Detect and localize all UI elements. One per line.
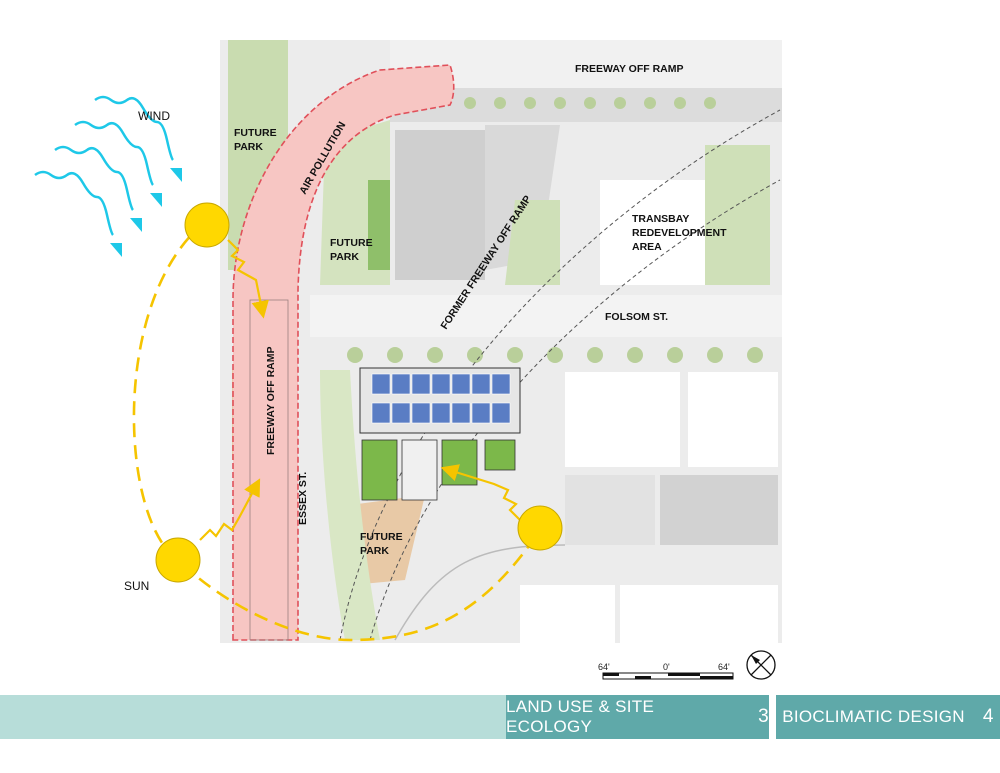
park-area xyxy=(705,145,770,285)
sun-icon xyxy=(155,537,201,583)
future-park-1-label-line1: FUTURE xyxy=(234,127,277,139)
north-arrow-icon xyxy=(746,650,776,680)
footer-section-1-label: LAND USE & SITE ECOLOGY xyxy=(506,697,655,736)
future-park-3-label-line1: FUTURE xyxy=(360,531,403,543)
sun-rays xyxy=(199,239,521,541)
footer-bar: LAND USE & SITE ECOLOGY 3 BIOCLIMATIC DE… xyxy=(0,695,1000,739)
building-block xyxy=(600,180,705,285)
future-park-2-label-line1: FUTURE xyxy=(330,237,373,249)
footer-section-bioclimatic: BIOCLIMATIC DESIGN 4 xyxy=(776,695,1000,739)
footer-section-1-number: 3 xyxy=(758,706,769,727)
footer-section-2-number: 4 xyxy=(982,706,994,727)
transbay-label-line3: AREA xyxy=(632,241,662,253)
building-block xyxy=(688,372,778,467)
scale-left-label: 64' xyxy=(598,662,610,672)
wind-arrows xyxy=(34,95,175,236)
wind-label: WIND xyxy=(138,109,170,123)
freeway-off-ramp-vertical-label: FREEWAY OFF RAMP xyxy=(265,346,277,455)
sun-icon xyxy=(517,505,563,551)
street-trees-folsom xyxy=(347,347,763,363)
footer-section-2-label: BIOCLIMATIC DESIGN xyxy=(782,707,965,726)
green-roof xyxy=(368,180,390,270)
sun-label: SUN xyxy=(124,579,149,593)
site-plan-map: FREEWAY OFF RAMP WIND FUTURE PARK AIR PO… xyxy=(34,40,782,680)
future-park-1-label-line2: PARK xyxy=(234,141,263,153)
transbay-label-line1: TRANSBAY xyxy=(632,213,689,225)
building-block xyxy=(565,372,680,467)
building-block xyxy=(565,475,655,545)
future-park-3-label-line2: PARK xyxy=(360,545,389,557)
park-strip xyxy=(320,370,380,640)
scale-right-label: 64' xyxy=(718,662,730,672)
building-block xyxy=(660,475,778,545)
footer-separator xyxy=(769,695,776,739)
building-block xyxy=(520,585,615,643)
folsom-street xyxy=(310,295,782,337)
building-block xyxy=(395,130,485,280)
park-area xyxy=(505,200,560,285)
transbay-label-line2: REDEVELOPMENT xyxy=(632,227,727,239)
former-ramp-arc xyxy=(369,179,781,641)
former-ramp-arc xyxy=(339,109,781,641)
scale-bar: 64' 0' 64' xyxy=(598,662,734,680)
essex-ramp-edge xyxy=(249,299,289,641)
sun-icon xyxy=(184,202,230,248)
building-block xyxy=(620,585,778,643)
future-park-3 xyxy=(350,495,425,585)
folsom-st-label: FOLSOM ST. xyxy=(605,311,668,323)
wind-arrowheads xyxy=(110,168,182,257)
scale-center-label: 0' xyxy=(663,662,670,672)
sun-path-arc xyxy=(132,220,542,642)
future-park-2-label-line2: PARK xyxy=(330,251,359,263)
essex-st-label: ESSEX ST. xyxy=(297,472,309,525)
street-trees-top xyxy=(464,97,716,109)
footer-section-land-use: LAND USE & SITE ECOLOGY 3 xyxy=(506,695,769,739)
freeway-off-ramp-top-label: FREEWAY OFF RAMP xyxy=(575,63,684,75)
